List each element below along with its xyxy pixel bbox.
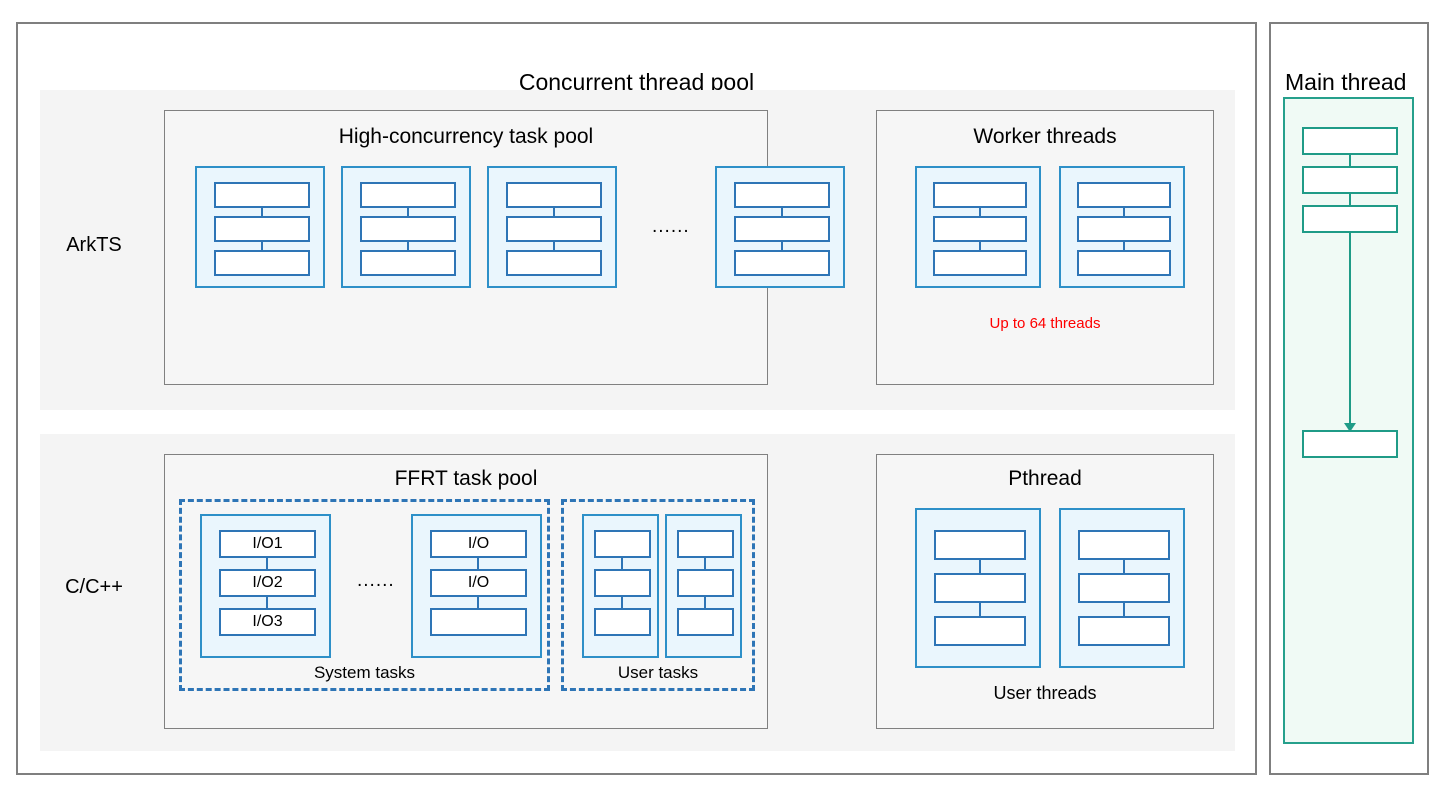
task-box [1302, 127, 1398, 155]
task-box [734, 216, 830, 242]
task-box [1078, 616, 1170, 646]
thread-column: I/O I/O [411, 514, 542, 658]
task-box [360, 182, 456, 208]
worker-threads-limit-note: Up to 64 threads [989, 315, 1101, 332]
thread-column [715, 166, 845, 288]
label-user-tasks: User tasks [617, 663, 699, 682]
thread-column: I/O1 I/O2 I/O3 [200, 514, 331, 658]
task-box [934, 573, 1026, 603]
group-high-concurrency-task-pool: High-concurrency task pool [164, 110, 845, 385]
task-box [1302, 205, 1398, 233]
task-box [734, 182, 830, 208]
dashed-group-user-tasks: User tasks [561, 499, 755, 691]
language-label-arkts: ArkTS [66, 234, 122, 256]
task-box [677, 530, 734, 558]
task-box [677, 569, 734, 597]
task-box [1077, 250, 1171, 276]
main-thread-column [1283, 97, 1414, 744]
task-box [1302, 430, 1398, 458]
concurrent-thread-pool-panel: Concurrent thread pool ArkTS High-concur… [16, 22, 1257, 775]
task-box [933, 182, 1027, 208]
thread-column [195, 166, 325, 288]
task-box [214, 216, 310, 242]
task-box [1078, 530, 1170, 560]
task-box [214, 250, 310, 276]
task-box [506, 182, 602, 208]
thread-column [665, 514, 742, 658]
language-label-cpp: C/C++ [65, 576, 123, 598]
main-thread-title: Main thread [1285, 69, 1407, 95]
task-box-io: I/O [430, 530, 527, 558]
group-title-ffrt: FFRT task pool [394, 467, 538, 490]
ellipsis-high-concurrency: ...... [652, 216, 690, 237]
task-box [934, 616, 1026, 646]
task-box [594, 608, 651, 636]
task-box-io: I/O [430, 569, 527, 597]
language-row-arkts: ArkTS High-concurrency task pool [40, 90, 1235, 410]
group-title-high-concurrency: High-concurrency task pool [338, 125, 594, 148]
task-box [214, 182, 310, 208]
task-box [1302, 166, 1398, 194]
language-row-cpp: C/C++ FFRT task pool I/O1 I/O2 [40, 434, 1235, 751]
task-box [933, 250, 1027, 276]
group-title-worker-threads: Worker threads [973, 125, 1117, 148]
thread-column [915, 508, 1041, 668]
task-box [360, 250, 456, 276]
main-thread-panel: Main thread [1269, 22, 1429, 775]
thread-column [341, 166, 471, 288]
task-box [506, 250, 602, 276]
group-title-pthread: Pthread [1008, 467, 1082, 490]
task-box [933, 216, 1027, 242]
group-pthread: Pthread [876, 454, 1214, 729]
task-box [594, 569, 651, 597]
task-box [934, 530, 1026, 560]
thread-column [915, 166, 1041, 288]
pthread-user-threads-note: User threads [993, 683, 1097, 703]
task-box [506, 216, 602, 242]
flow-arrow-icon-long [1344, 233, 1356, 433]
thread-column [1059, 166, 1185, 288]
task-box [1077, 182, 1171, 208]
task-box [594, 530, 651, 558]
ellipsis-system-tasks: ...... [357, 570, 395, 591]
thread-column [1059, 508, 1185, 668]
thread-column [582, 514, 659, 658]
group-ffrt-task-pool: FFRT task pool I/O1 I/O2 [164, 454, 768, 729]
task-box [677, 608, 734, 636]
task-box [1078, 573, 1170, 603]
label-system-tasks: System tasks [313, 663, 416, 682]
task-box [1077, 216, 1171, 242]
task-box-io1: I/O1 [219, 530, 316, 558]
task-box [430, 608, 527, 636]
thread-column [487, 166, 617, 288]
task-box-io3: I/O3 [219, 608, 316, 636]
group-worker-threads: Worker threads [876, 110, 1214, 385]
task-box [360, 216, 456, 242]
task-box-io2: I/O2 [219, 569, 316, 597]
task-box [734, 250, 830, 276]
dashed-group-system-tasks: I/O1 I/O2 I/O3 ...... [179, 499, 550, 691]
